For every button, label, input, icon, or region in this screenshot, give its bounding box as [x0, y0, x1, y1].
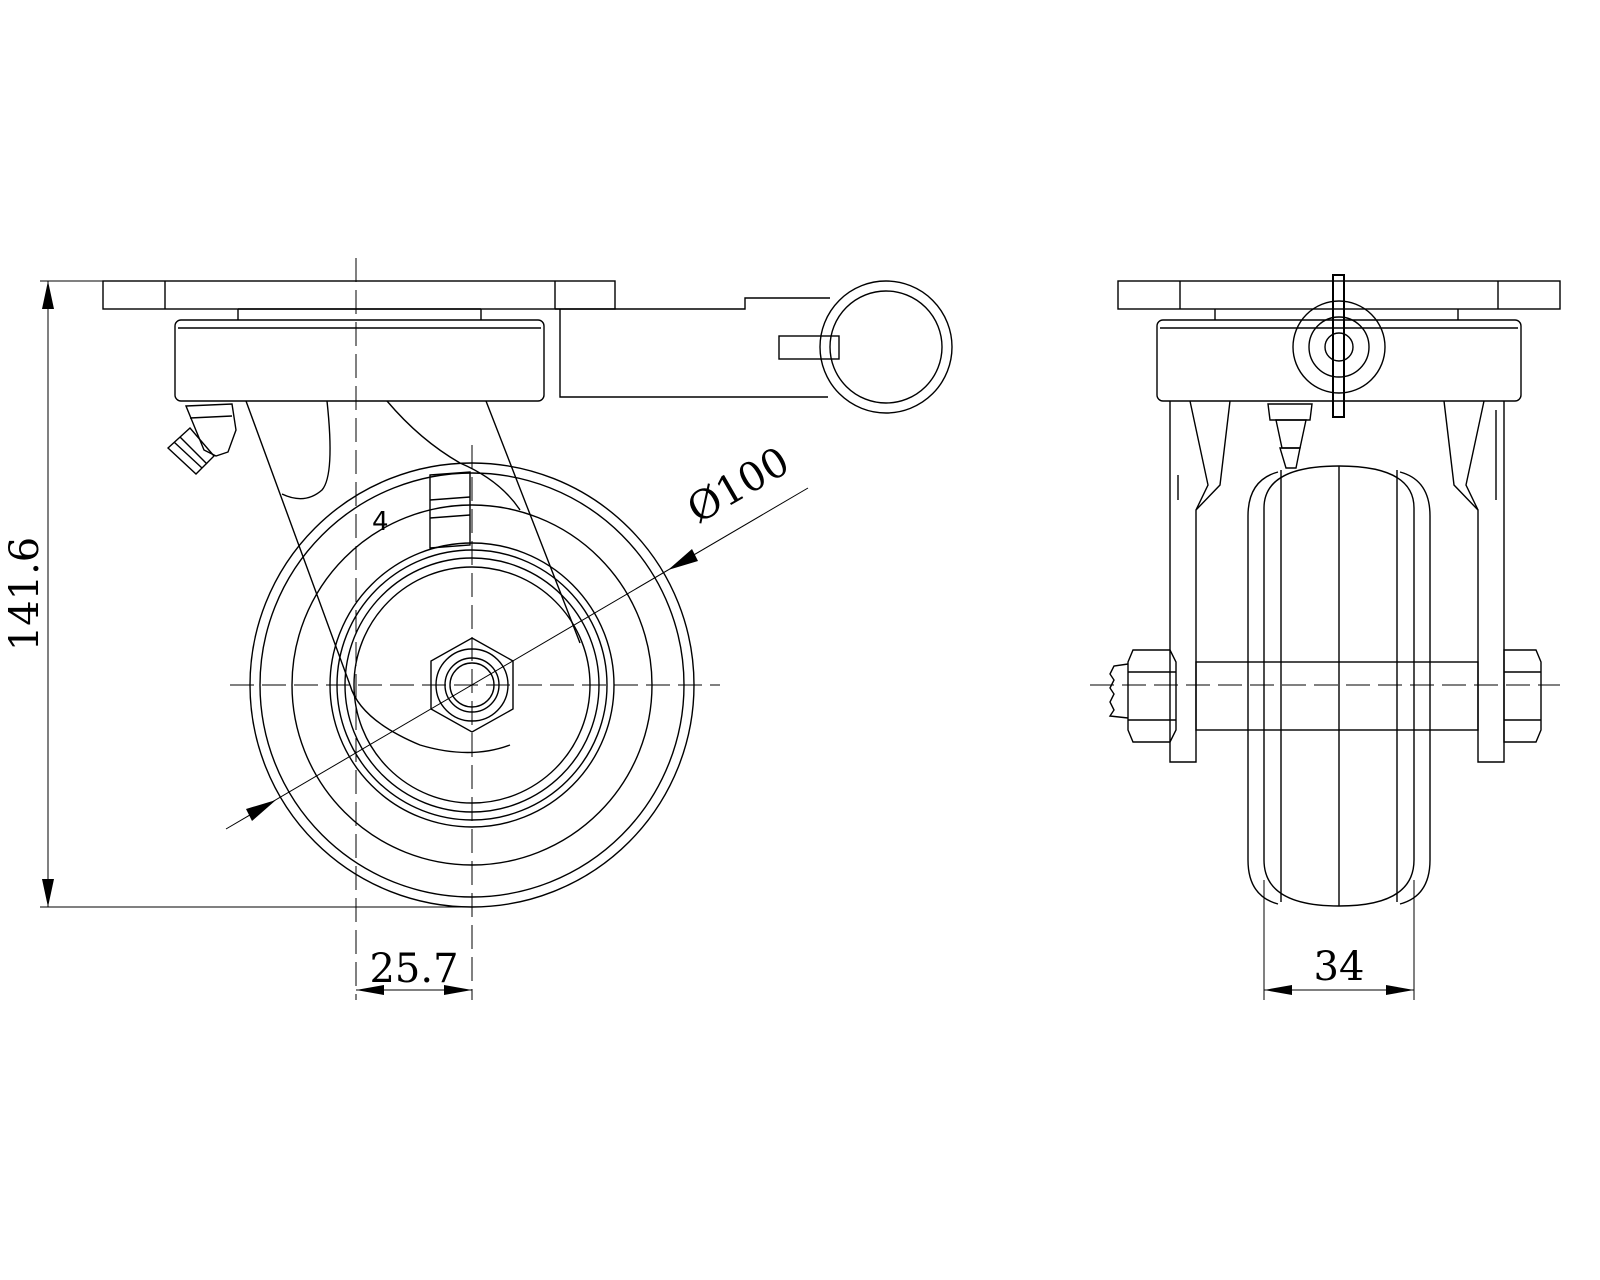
- dimension-swivel-offset: 25.7: [356, 946, 472, 995]
- pull-ring: [819, 280, 953, 414]
- dimension-wheel-width: 34: [1263, 880, 1415, 1000]
- front-view: [1090, 274, 1561, 907]
- top-plate-front: [1117, 280, 1561, 320]
- lock-pin-front: [1292, 274, 1386, 418]
- side-view: 4: [102, 258, 953, 1000]
- wheel-diameter-label: Ø100: [680, 439, 798, 533]
- wheel-front: [1247, 465, 1431, 907]
- grease-nipple-front: [1267, 403, 1313, 469]
- dimension-overall-height: 141.6: [2, 280, 472, 908]
- centre-lines-side: [230, 258, 720, 1000]
- fork-leg: [245, 400, 581, 754]
- grease-nipple: [166, 403, 237, 475]
- overall-height-label: 141.6: [2, 537, 48, 652]
- part-label: 4: [372, 507, 389, 537]
- lock-bracket: [555, 297, 840, 398]
- swivel-housing: [174, 319, 545, 402]
- swivel-housing-front: [1156, 319, 1522, 402]
- wheel-width-label: 34: [1314, 944, 1365, 990]
- swivel-offset-label: 25.7: [369, 946, 458, 992]
- fork-legs-front: [1169, 400, 1505, 763]
- lock-tab: [429, 471, 471, 549]
- top-plate: [102, 280, 616, 320]
- axle-front: [1108, 649, 1542, 743]
